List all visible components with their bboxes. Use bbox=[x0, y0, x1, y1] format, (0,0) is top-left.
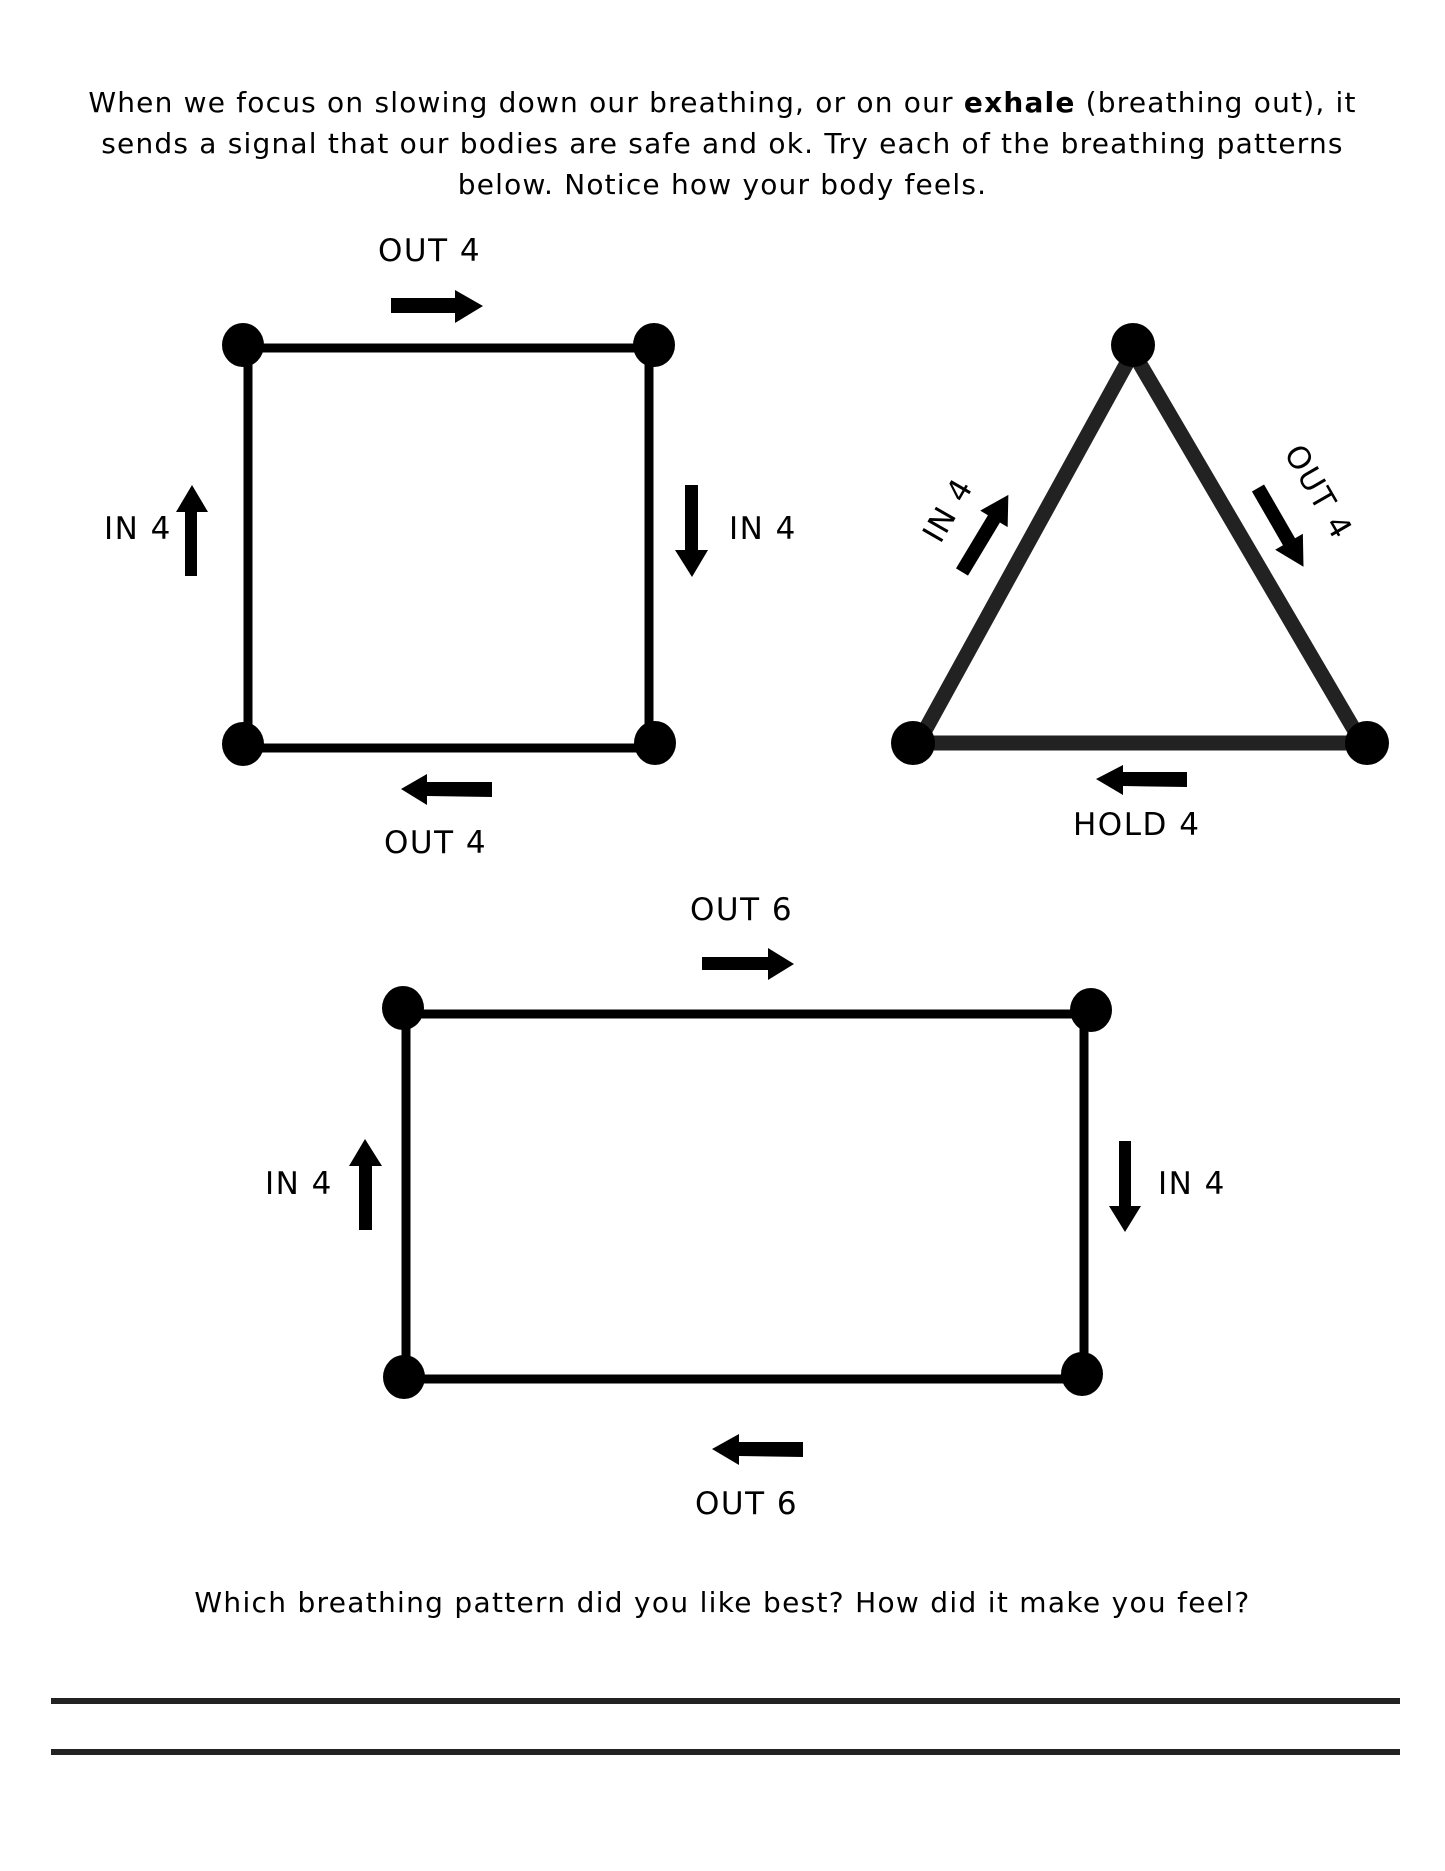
triangle-breathing-shape bbox=[891, 323, 1389, 765]
corner-dot bbox=[633, 323, 675, 367]
rectangle-right-label: IN 4 bbox=[1158, 1166, 1226, 1202]
arrow-right-icon bbox=[391, 290, 483, 323]
arrow-down-icon bbox=[675, 485, 708, 577]
intro-paragraph: When we focus on slowing down our breath… bbox=[60, 82, 1385, 205]
corner-dot bbox=[222, 722, 264, 766]
rectangle-arrows bbox=[349, 948, 1141, 1465]
rectangle-top-label: OUT 6 bbox=[690, 892, 794, 928]
arrow-up-icon bbox=[349, 1139, 382, 1230]
square-left-label: IN 4 bbox=[104, 511, 172, 547]
corner-dot bbox=[1070, 988, 1112, 1032]
corner-dot bbox=[382, 986, 424, 1030]
square-right-label: IN 4 bbox=[729, 511, 797, 547]
rectangle-left-label: IN 4 bbox=[265, 1166, 333, 1202]
arrow-right-icon bbox=[702, 948, 794, 980]
arrow-left-icon bbox=[712, 1434, 803, 1465]
arrow-left-icon bbox=[1096, 765, 1187, 795]
arrow-left-icon bbox=[401, 774, 492, 805]
intro-text-part1: When we focus on slowing down our breath… bbox=[88, 86, 964, 119]
arrow-up-right-icon bbox=[955, 494, 1009, 576]
square-breathing-shape bbox=[222, 323, 676, 766]
corner-dot bbox=[383, 1355, 425, 1399]
corner-dot bbox=[1061, 1352, 1103, 1396]
reflection-question: Which breathing pattern did you like bes… bbox=[194, 1586, 1251, 1619]
answer-line-1[interactable] bbox=[51, 1698, 1400, 1704]
intro-emphasis: exhale bbox=[963, 86, 1076, 119]
rectangle-breathing-shape bbox=[382, 986, 1112, 1399]
square-arrows bbox=[176, 290, 708, 805]
square-bottom-label: OUT 4 bbox=[384, 825, 488, 861]
answer-line-2[interactable] bbox=[51, 1749, 1400, 1755]
arrow-down-right-icon bbox=[1251, 484, 1304, 567]
corner-dot bbox=[222, 323, 264, 367]
corner-dot bbox=[1345, 721, 1389, 765]
intro-text-part2: (breathing out), it sends a signal that … bbox=[101, 86, 1357, 201]
arrow-up-icon bbox=[176, 485, 208, 576]
corner-dot bbox=[1111, 323, 1155, 367]
corner-dot bbox=[891, 721, 935, 765]
triangle-bottom-label: HOLD 4 bbox=[1073, 807, 1201, 843]
corner-dot bbox=[634, 721, 676, 765]
triangle-arrows bbox=[955, 484, 1304, 795]
square-top-label: OUT 4 bbox=[378, 233, 482, 269]
rectangle-bottom-label: OUT 6 bbox=[695, 1486, 799, 1522]
arrow-down-icon bbox=[1109, 1141, 1141, 1232]
